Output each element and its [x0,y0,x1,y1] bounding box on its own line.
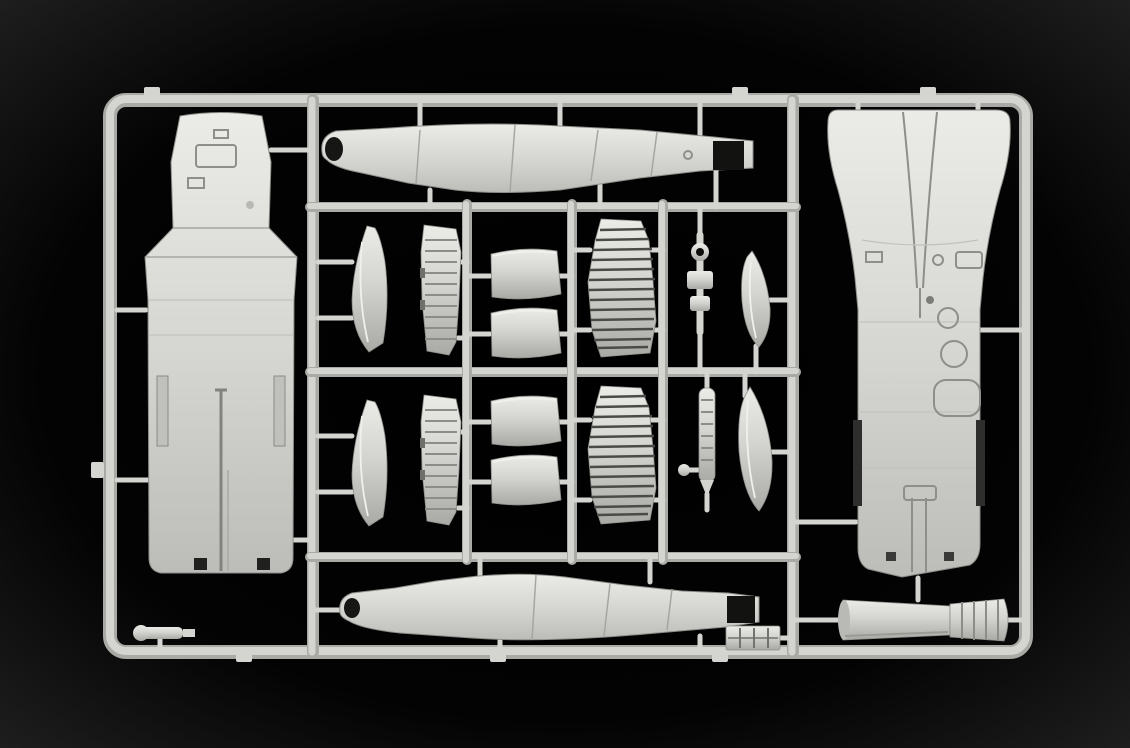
center-spine-groove [215,388,227,571]
part-exhaust-nozzle [838,598,1009,642]
intake-opening [344,598,360,618]
part-ribbed-sidewall-1 [420,224,462,356]
small-block-part [687,271,713,289]
part-missile-rail [698,387,716,497]
bay-outline [933,379,981,417]
part-lower-fuselage-half [827,109,1011,578]
runner-mid-horizontal [305,367,801,377]
intake-opening [325,137,343,161]
part-louvered-ramp-1 [587,218,657,358]
small-block-part [690,296,710,311]
wheel-bay-circle [940,340,968,368]
part-fuselage-side-top [321,123,754,193]
sprue-gates [114,97,1029,655]
part-small-detail-parts [678,231,713,476]
runner-column-c [567,199,577,565]
part-louvered-ramp-2 [587,385,657,525]
side-recess-left [853,420,862,506]
part-small-bracket [133,625,195,641]
wheel-bay-circle [937,307,959,329]
part-fuselage-side-bottom [339,573,760,641]
runner-top-horizontal [305,202,801,212]
spine-rail-right [273,375,286,447]
cockpit-opening [727,596,755,623]
part-intake-door-3 [490,395,562,447]
part-upper-fuselage-half [144,112,298,574]
center-groove [902,111,938,318]
cockpit-opening [713,141,744,170]
part-intake-door-1 [490,248,562,300]
dark-slot-left [194,558,207,570]
part-curved-intake-blade-2 [351,399,388,527]
part-intake-door-4 [490,454,562,506]
spine-rail-left [156,375,169,447]
sprue-nubs [91,87,936,662]
runner-bottom-horizontal [305,552,801,562]
part-ribbed-sidewall-2 [420,394,462,526]
part-fin-blade-1 [741,250,771,348]
side-recess-right [976,420,985,506]
part-intake-door-2 [490,307,562,359]
part-curved-intake-blade-1 [351,225,388,353]
runner-column-d [658,199,668,565]
part-detail-panel [725,625,781,651]
small-disc-part [678,464,690,476]
keel-channel [911,498,927,572]
dark-slot-right [257,558,270,570]
nose-panel-detail [195,144,237,168]
part-fin-blade-2 [738,386,773,512]
sprue-frame [103,93,1033,659]
